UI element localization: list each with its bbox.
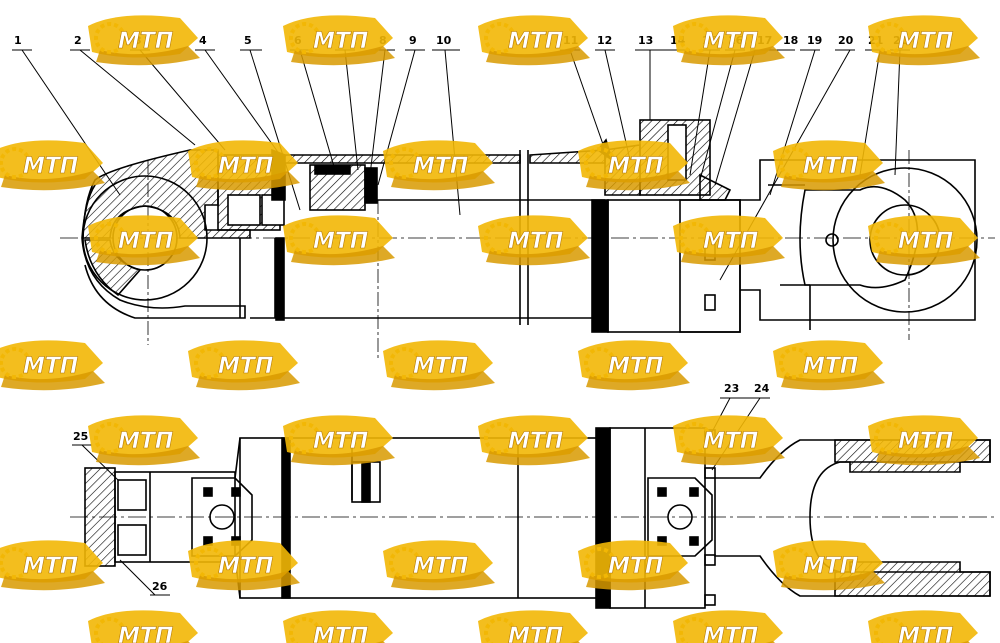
callout-26: 26: [152, 580, 168, 593]
callout-9: 9: [409, 34, 417, 47]
watermark-text: МТП: [608, 354, 663, 379]
watermark-logo: МТП: [381, 138, 497, 193]
watermark-logo: МТП: [281, 608, 397, 643]
watermark-text: МТП: [413, 554, 468, 579]
watermark-logo: МТП: [476, 608, 592, 643]
watermark-logo: МТП: [671, 213, 787, 268]
watermark-logo: МТП: [86, 213, 202, 268]
watermark-text: МТП: [703, 229, 758, 254]
watermark-logo: МТП: [186, 138, 302, 193]
watermark-logo: МТП: [671, 608, 787, 643]
watermark-text: МТП: [218, 354, 273, 379]
watermark-logo: МТП: [186, 338, 302, 393]
watermark-text: МТП: [508, 624, 563, 643]
callout-4: 4: [199, 34, 207, 47]
watermark-text: МТП: [118, 229, 173, 254]
watermark-text: МТП: [508, 229, 563, 254]
watermark-text: МТП: [23, 554, 78, 579]
watermark-text: МТП: [608, 554, 663, 579]
watermark-text: МТП: [608, 154, 663, 179]
watermark-logo: МТП: [86, 608, 202, 643]
watermark-logo: МТП: [381, 538, 497, 593]
callout-1: 1: [14, 34, 22, 47]
watermark-logo: МТП: [86, 413, 202, 468]
watermark-logo: МТП: [476, 413, 592, 468]
watermark-text: МТП: [118, 624, 173, 643]
watermark-logo: МТП: [671, 413, 787, 468]
watermark-text: МТП: [898, 229, 953, 254]
watermark-logo: МТП: [866, 413, 982, 468]
watermark-text: МТП: [803, 154, 858, 179]
watermark-logo: МТП: [771, 538, 887, 593]
watermark-logo: МТП: [381, 338, 497, 393]
watermark-text: МТП: [118, 429, 173, 454]
watermark-text: МТП: [413, 354, 468, 379]
watermark-text: МТП: [118, 29, 173, 54]
callout-labels-bottom: 23 24 25 26: [73, 382, 770, 593]
watermark-logo: МТП: [86, 13, 202, 68]
watermark-logo: МТП: [576, 338, 692, 393]
watermark-logo: МТП: [0, 138, 107, 193]
watermark-text: МТП: [898, 29, 953, 54]
watermark-logo: МТП: [476, 13, 592, 68]
watermark-text: МТП: [703, 624, 758, 643]
watermark-text: МТП: [703, 429, 758, 454]
watermark-logo: МТП: [866, 608, 982, 643]
watermark-logo: МТП: [576, 538, 692, 593]
watermark-text: МТП: [898, 624, 953, 643]
watermark-text: МТП: [803, 554, 858, 579]
watermark-text: МТП: [313, 429, 368, 454]
watermark-text: МТП: [413, 154, 468, 179]
watermark-text: МТП: [218, 154, 273, 179]
callout-2: 2: [74, 34, 82, 47]
watermark-text: МТП: [313, 229, 368, 254]
callout-25: 25: [73, 430, 88, 443]
watermark-text: МТП: [803, 354, 858, 379]
callout-24: 24: [754, 382, 770, 395]
watermark-text: МТП: [508, 429, 563, 454]
watermark-text: МТП: [703, 29, 758, 54]
callout-13: 13: [638, 34, 653, 47]
callout-23: 23: [724, 382, 739, 395]
watermark-logo: МТП: [281, 413, 397, 468]
watermark-logo: МТП: [576, 138, 692, 193]
watermark-logo: МТП: [281, 13, 397, 68]
callout-5: 5: [244, 34, 252, 47]
watermark-text: МТП: [23, 154, 78, 179]
watermark-logo: МТП: [771, 338, 887, 393]
watermark-layer: МТП МТП МТП МТП МТП МТП МТП МТП МТП МТП МТП МТП МТП М…: [0, 13, 982, 643]
callout-18: 18: [783, 34, 798, 47]
watermark-logo: МТП: [671, 13, 787, 68]
watermark-text: МТП: [313, 29, 368, 54]
callout-12: 12: [597, 34, 612, 47]
watermark-logo: МТП: [0, 338, 107, 393]
watermark-logo: МТП: [0, 538, 107, 593]
watermark-logo: МТП: [771, 138, 887, 193]
watermark-text: МТП: [23, 354, 78, 379]
watermark-logo: МТП: [186, 538, 302, 593]
callout-20: 20: [838, 34, 854, 47]
watermark-logo: МТП: [281, 213, 397, 268]
watermark-text: МТП: [898, 429, 953, 454]
watermark-logo: МТП: [866, 213, 982, 268]
watermark-text: МТП: [313, 624, 368, 643]
watermark-logo: МТП: [476, 213, 592, 268]
callout-10: 10: [436, 34, 452, 47]
watermark-text: МТП: [218, 554, 273, 579]
callout-19: 19: [807, 34, 822, 47]
watermark-logo: МТП: [866, 13, 982, 68]
watermark-text: МТП: [508, 29, 563, 54]
